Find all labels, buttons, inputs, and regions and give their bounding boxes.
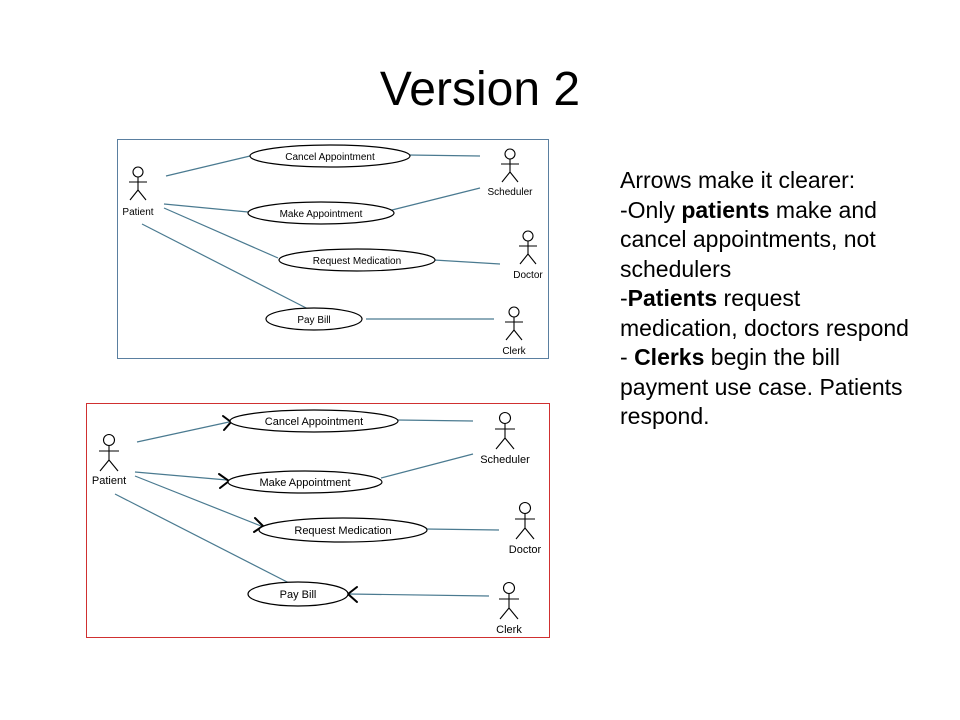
notes-point-1: -Only patients make and cancel appointme… bbox=[620, 196, 920, 285]
notes-point-2: -Patients request medication, doctors re… bbox=[620, 284, 920, 343]
notes-text: - bbox=[620, 285, 628, 311]
assoc-clerk-paybill bbox=[348, 593, 490, 597]
notes-text: begin the bill payment use case. Patient… bbox=[620, 344, 903, 429]
use-case-label: Request Medication bbox=[294, 525, 391, 537]
use-case-label: Pay Bill bbox=[297, 315, 330, 326]
actor-scheduler-icon bbox=[495, 411, 515, 450]
notes-text: make and cancel appointments, not schedu… bbox=[620, 196, 877, 282]
assoc-scheduler-cancel bbox=[396, 419, 474, 422]
notes-emphasis: Clerks bbox=[634, 344, 705, 370]
actor-label-doctor: Doctor bbox=[513, 270, 543, 281]
use-case-diagram-v2: Cancel Appointment Make Appointment Requ… bbox=[86, 403, 550, 638]
use-case-diagram-v2-canvas: Cancel Appointment Make Appointment Requ… bbox=[92, 409, 542, 636]
assoc-scheduler-make bbox=[380, 453, 474, 479]
use-case-diagram-v1: Cancel Appointment Make Appointment Requ… bbox=[117, 139, 549, 359]
use-case-request-medication bbox=[258, 517, 428, 543]
actor-doctor-icon bbox=[519, 230, 537, 265]
actor-label-patient: Patient bbox=[122, 207, 153, 218]
notes-text: -Only bbox=[620, 196, 682, 223]
actor-clerk-icon bbox=[499, 581, 519, 620]
assoc-patient-request bbox=[163, 207, 279, 259]
actor-patient-icon bbox=[129, 166, 147, 201]
assoc-doctor-request bbox=[433, 259, 501, 265]
assoc-patient-request bbox=[134, 475, 262, 527]
assoc-patient-paybill bbox=[114, 493, 296, 587]
use-case-label: Request Medication bbox=[313, 256, 401, 267]
assoc-scheduler-cancel bbox=[407, 154, 481, 157]
use-case-pay-bill bbox=[265, 307, 363, 331]
arrowhead-make-icon bbox=[218, 473, 231, 489]
use-case-label: Make Appointment bbox=[280, 209, 363, 220]
use-case-diagram-v1-canvas: Cancel Appointment Make Appointment Requ… bbox=[122, 144, 543, 357]
use-case-label: Make Appointment bbox=[259, 477, 350, 489]
assoc-patient-make bbox=[163, 203, 249, 213]
use-case-cancel-appointment bbox=[249, 144, 411, 168]
notes-emphasis: Patients bbox=[627, 285, 718, 311]
slide-title: Version 2 bbox=[379, 63, 581, 116]
actor-label-clerk: Clerk bbox=[496, 624, 522, 636]
use-case-pay-bill bbox=[247, 581, 349, 607]
use-case-request-medication bbox=[278, 248, 436, 272]
assoc-scheduler-make bbox=[391, 187, 481, 211]
actor-label-doctor: Doctor bbox=[509, 544, 542, 556]
use-case-label: Pay Bill bbox=[280, 589, 317, 601]
actor-label-clerk: Clerk bbox=[502, 346, 526, 357]
notes-emphasis: patients bbox=[681, 196, 770, 223]
use-case-make-appointment bbox=[227, 470, 383, 494]
assoc-patient-paybill bbox=[141, 223, 315, 313]
actor-doctor-icon bbox=[515, 501, 535, 540]
assoc-doctor-request bbox=[424, 528, 500, 531]
assoc-patient-make bbox=[134, 471, 228, 481]
use-case-label: Cancel Appointment bbox=[285, 152, 375, 163]
actor-clerk-icon bbox=[505, 306, 523, 341]
explanation-text: Arrows make it clearer: -Only patients m… bbox=[620, 166, 920, 432]
actor-label-scheduler: Scheduler bbox=[487, 187, 533, 198]
assoc-patient-cancel bbox=[165, 155, 251, 177]
notes-text: - bbox=[620, 344, 635, 370]
actor-label-patient: Patient bbox=[92, 475, 126, 487]
actor-patient-icon bbox=[99, 433, 119, 472]
assoc-patient-cancel bbox=[136, 421, 230, 443]
use-case-label: Cancel Appointment bbox=[265, 416, 363, 428]
notes-point-3: - Clerks begin the bill payment use case… bbox=[620, 343, 920, 432]
actor-scheduler-icon bbox=[501, 148, 519, 183]
use-case-make-appointment bbox=[247, 201, 395, 225]
use-case-cancel-appointment bbox=[229, 409, 399, 433]
notes-intro: Arrows make it clearer: bbox=[620, 167, 856, 193]
notes-text: request medication, doctors respond bbox=[620, 285, 909, 341]
actor-label-scheduler: Scheduler bbox=[480, 454, 530, 466]
